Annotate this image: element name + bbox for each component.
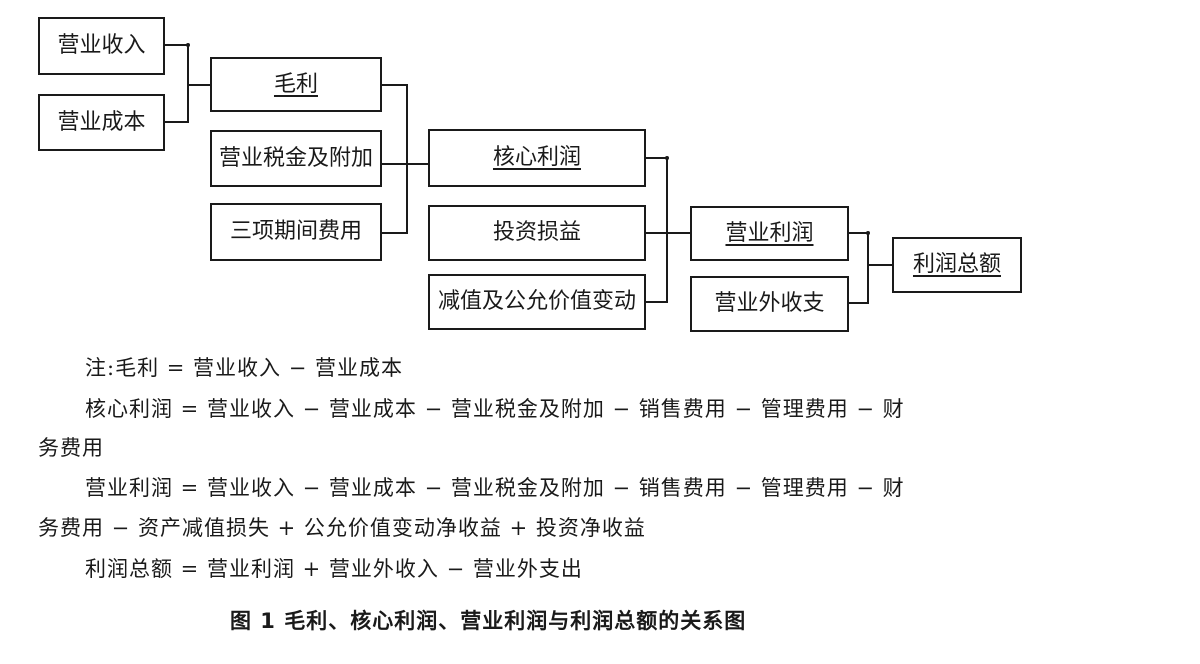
node-tax-surcharge-label: 营业税金及附加 — [218, 145, 373, 171]
connector-lines — [164, 43, 892, 304]
node-period-expenses-label: 三项期间费用 — [229, 219, 362, 244]
node-cost: 营业成本 — [38, 94, 165, 151]
note-line-1: 注:毛利 = 营业收入 − 营业成本 — [85, 356, 403, 380]
note-line-2a: 核心利润 = 营业收入 − 营业成本 − 营业税金及附加 − 销售费用 − 管理… — [85, 397, 905, 421]
node-cost-label: 营业成本 — [57, 109, 146, 135]
note-line-4: 利润总额 = 营业利润 + 营业外收入 − 营业外支出 — [85, 557, 583, 581]
node-non-operating-label: 营业外收支 — [714, 291, 825, 316]
node-gross-profit-label: 毛利 — [273, 71, 318, 97]
node-total-profit-label: 利润总额 — [912, 252, 1001, 277]
note-line-3a: 营业利润 = 营业收入 − 营业成本 − 营业税金及附加 − 销售费用 − 管理… — [85, 476, 905, 500]
node-non-operating: 营业外收支 — [690, 276, 849, 332]
node-investment-gain: 投资损益 — [428, 205, 646, 261]
node-revenue: 营业收入 — [38, 17, 165, 75]
figure-caption: 图 1 毛利、核心利润、营业利润与利润总额的关系图 — [230, 609, 747, 633]
note-line-3b: 务费用 − 资产减值损失 + 公允价值变动净收益 + 投资净收益 — [38, 516, 646, 540]
node-operating-profit: 营业利润 — [690, 206, 849, 261]
node-impairment-fair-value: 减值及公允价值变动 — [428, 274, 646, 330]
node-impairment-fair-value-label: 减值及公允价值变动 — [437, 289, 636, 314]
node-core-profit: 核心利润 — [428, 129, 646, 187]
node-operating-profit-label: 营业利润 — [725, 220, 814, 246]
node-gross-profit: 毛利 — [210, 57, 382, 112]
node-revenue-label: 营业收入 — [57, 33, 146, 58]
node-core-profit-label: 核心利润 — [492, 145, 581, 170]
node-tax-surcharge: 营业税金及附加 — [210, 130, 382, 187]
note-line-2b: 务费用 — [38, 436, 104, 460]
node-period-expenses: 三项期间费用 — [210, 203, 382, 261]
node-total-profit: 利润总额 — [892, 237, 1022, 293]
node-investment-gain-label: 投资损益 — [492, 220, 581, 245]
